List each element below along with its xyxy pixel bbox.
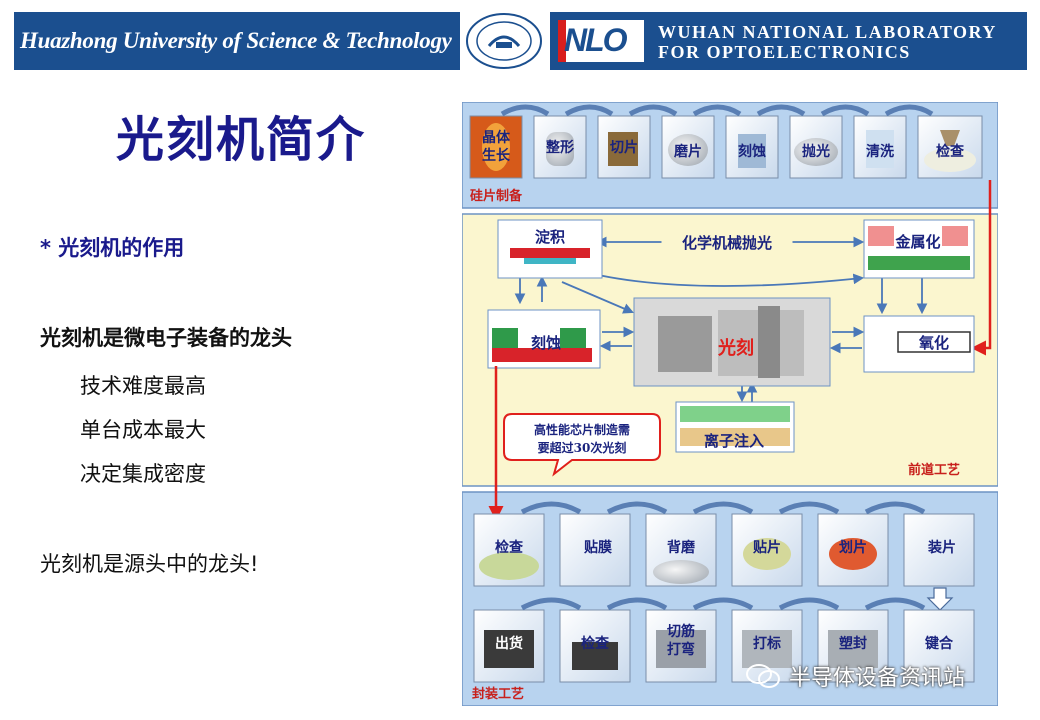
point-difficulty: 技术难度最高 [80,374,206,398]
callout-line1: 高性能芯片制造需 [534,422,630,437]
node-cmp [661,223,793,261]
university-banner: Huazhong University of Science & Technol… [14,12,460,70]
nlo-logo: NLO [558,20,644,62]
node-metallization [863,219,975,279]
pack-tile-wire-bond [903,609,975,683]
node-label-oxidation: 氧化 [918,334,949,352]
step-label-wet-etch: 刻蚀 [738,143,766,160]
front-end-label: 前道工艺 [908,462,960,478]
node-ion-implant [675,401,795,453]
watermark-text: 半导体设备资讯站 [789,666,966,691]
step-inspect [917,115,983,179]
closing-statement: 光刻机是源头中的龙头! [40,552,259,576]
slide-title: 光刻机简介 [116,112,367,168]
step-label-crystal-growth: 晶体生长 [482,129,511,164]
step-label-polish: 抛光 [802,143,830,160]
node-label-metallization: 金属化 [894,233,940,251]
wnlo-name-line1: WUHAN NATIONAL LABORATORY [658,22,997,42]
callout-line2: 要超过30次光刻 [538,440,627,455]
pack-label-mount: 贴片 [753,539,781,556]
pack-tile-die-attach [903,513,975,587]
pack-label-inspect-1: 检查 [495,539,524,556]
node-label-ion-implant: 离子注入 [704,432,764,450]
packaging-label: 封装工艺 [472,686,524,702]
step-clean [853,115,907,179]
wafer-prep-flow-arrows [500,104,934,117]
wafer-to-frontend-arrow [971,180,992,356]
university-seal-logo [466,13,542,69]
pack-label-trim-form: 切筋打弯 [667,623,695,658]
pack-label-wire-bond: 键合 [924,635,954,652]
pack-label-ship: 出货 [495,635,523,652]
packaging-row1-flow-arrows [520,501,926,515]
step-slicing [597,115,651,179]
role-heading: * 光刻机的作用 [40,236,185,260]
pack-label-inspect-2: 检查 [581,635,610,652]
pack-label-tape: 贴膜 [584,539,612,556]
process-flow-diagram: 晶体生长 整形 切片 磨片 刻蚀 抛光 清洗 检查 硅片制备 淀积 化学机械抛光 [462,102,998,706]
packaging-row1-tiles [473,513,975,587]
point-cost: 单台成本最大 [80,418,206,442]
wafer-prep-label: 硅片制备 [470,188,523,204]
step-label-lapping: 磨片 [674,143,702,160]
node-etch [487,309,601,369]
wnlo-banner: NLO WUHAN NATIONAL LABORATORY FOR OPTOEL… [550,12,1027,70]
point-density: 决定集成密度 [80,462,206,486]
node-label-cmp: 化学机械抛光 [682,234,772,252]
wnlo-name-line2: FOR OPTOELECTRONICS [658,42,911,62]
pack-label-mold: 塑封 [839,635,867,652]
wechat-watermark: 半导体设备资讯站 [745,660,965,692]
wechat-icon [746,664,780,688]
row-turn-arrow [926,587,954,611]
step-label-clean: 清洗 [866,143,894,160]
pack-label-dicing: 划片 [839,539,867,556]
step-label-slicing: 切片 [610,139,638,156]
step-polish [789,115,843,179]
step-label-inspect: 检查 [936,143,965,160]
node-label-etch: 刻蚀 [531,334,561,352]
node-lithography [633,297,831,387]
university-name: Huazhong University of Science & Technol… [20,28,452,53]
node-oxidation [863,315,975,373]
wafer-prep-steps [469,104,983,179]
pack-label-die-attach: 装片 [927,539,956,556]
node-label-deposition: 淀积 [535,228,565,246]
step-crystal-growth [469,115,523,179]
step-lapping [661,115,715,179]
node-deposition [497,219,603,279]
pack-label-mark: 打标 [753,635,781,652]
step-shaping [533,115,587,179]
lead-statement: 光刻机是微电子装备的龙头 [40,326,292,350]
packaging-row2-tiles [473,609,975,683]
step-label-shaping: 整形 [545,139,574,156]
litho-count-callout: 高性能芯片制造需 要超过30次光刻 [503,413,661,477]
packaging-row2-flow-arrows [520,597,926,611]
pack-tile-tape [559,513,631,587]
step-wet-etch [725,115,779,179]
wnlo-name: WUHAN NATIONAL LABORATORY FOR OPTOELECTR… [658,22,997,62]
node-label-lithography: 光刻 [717,337,754,359]
nlo-logo-text: NLO [564,22,628,58]
pack-label-backgrind: 背磨 [667,539,696,556]
